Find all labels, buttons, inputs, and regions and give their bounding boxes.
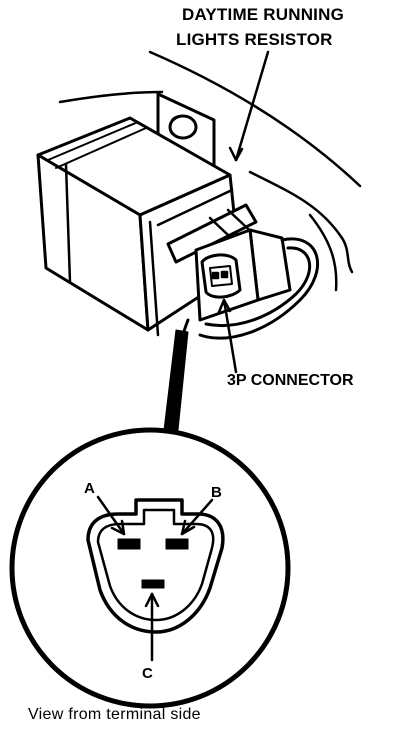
magnify-leader xyxy=(163,329,189,431)
terminal-c-label: C xyxy=(142,665,153,682)
connector-label: 3P CONNECTOR xyxy=(227,372,354,389)
connector-housing xyxy=(194,228,292,322)
resistor-body xyxy=(36,116,262,337)
resistor-label-line1: DAYTIME RUNNING xyxy=(182,5,344,24)
terminal-view xyxy=(9,427,291,709)
terminal-a-label: A xyxy=(84,480,95,497)
body-panel xyxy=(58,50,362,292)
terminal-b-label: B xyxy=(211,484,222,501)
view-caption: View from terminal side xyxy=(28,706,201,723)
label-leaders xyxy=(217,50,270,374)
resistor-label-line2: LIGHTS RESISTOR xyxy=(176,30,333,49)
